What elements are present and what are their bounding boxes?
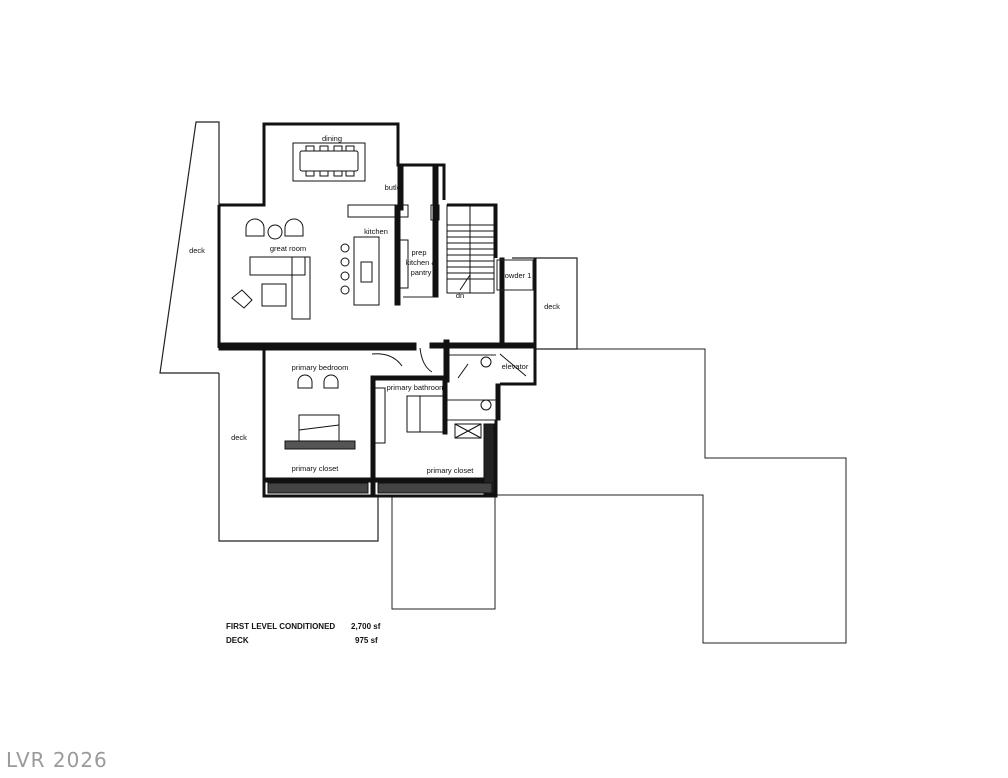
label-butler: butler bbox=[385, 183, 404, 192]
label-prep-2: kitchen & bbox=[406, 258, 437, 267]
label-kitchen: kitchen bbox=[364, 227, 388, 236]
label-deck-right: deck bbox=[544, 302, 560, 311]
label-primary-closet-left: primary closet bbox=[292, 464, 340, 473]
summary-label-conditioned: FIRST LEVEL CONDITIONED bbox=[226, 622, 335, 631]
label-dn: dn bbox=[456, 291, 464, 300]
label-deck-left: deck bbox=[189, 246, 205, 255]
label-dining: dining bbox=[322, 134, 342, 143]
summary-label-deck: DECK bbox=[226, 636, 249, 645]
label-primary-bedroom: primary bedroom bbox=[292, 363, 349, 372]
door-swings bbox=[371, 347, 527, 379]
bedroom-furniture bbox=[284, 374, 356, 450]
kitchen-counter bbox=[340, 204, 440, 306]
label-primary-bathroom: primary bathroom bbox=[387, 383, 446, 392]
label-elevator: elevator bbox=[502, 362, 529, 371]
watermark: LVR 2026 bbox=[6, 748, 108, 772]
room-labels: dining butler kitchen great room prep ki… bbox=[189, 134, 560, 475]
thin-walls bbox=[403, 259, 534, 421]
label-powder: powder 1 bbox=[501, 271, 532, 280]
area-summary: FIRST LEVEL CONDITIONED 2,700 sf DECK 97… bbox=[226, 622, 381, 645]
interior-walls bbox=[218, 164, 536, 495]
site-outline bbox=[391, 348, 847, 644]
label-deck-lower: deck bbox=[231, 433, 247, 442]
great-room-furniture bbox=[231, 218, 311, 320]
dining-table bbox=[292, 142, 366, 182]
summary-value-conditioned: 2,700 sf bbox=[351, 622, 381, 631]
closet-shelving bbox=[267, 423, 495, 495]
summary-value-deck: 975 sf bbox=[355, 636, 378, 645]
bathroom-fixtures bbox=[374, 356, 492, 444]
stair bbox=[446, 204, 495, 294]
label-great-room: great room bbox=[270, 244, 306, 253]
label-primary-closet-right: primary closet bbox=[427, 466, 475, 475]
label-prep-1: prep bbox=[411, 248, 426, 257]
label-prep-3: pantry bbox=[411, 268, 432, 277]
